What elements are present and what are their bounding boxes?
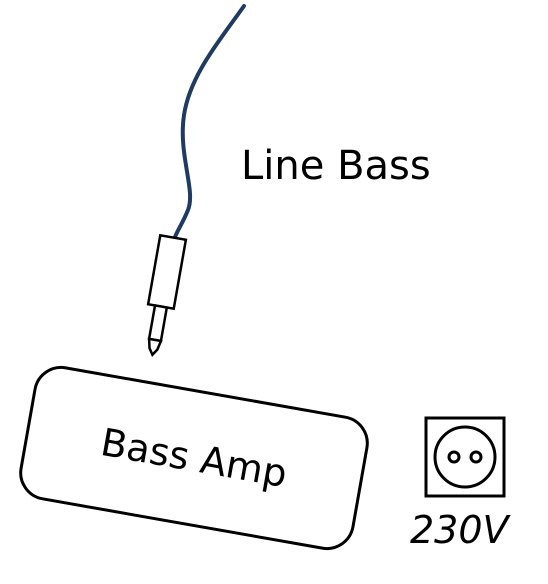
outlet-pin-left-icon	[447, 450, 461, 464]
jack-plug-icon	[146, 233, 188, 357]
outlet-voltage-label: 230V	[410, 508, 509, 552]
power-outlet-icon	[424, 416, 506, 498]
cable-label: Line Bass	[241, 143, 431, 189]
bass-cable	[172, 4, 246, 242]
outlet-pin-right-icon	[469, 450, 483, 464]
amp-label: Bass Amp	[97, 419, 291, 497]
